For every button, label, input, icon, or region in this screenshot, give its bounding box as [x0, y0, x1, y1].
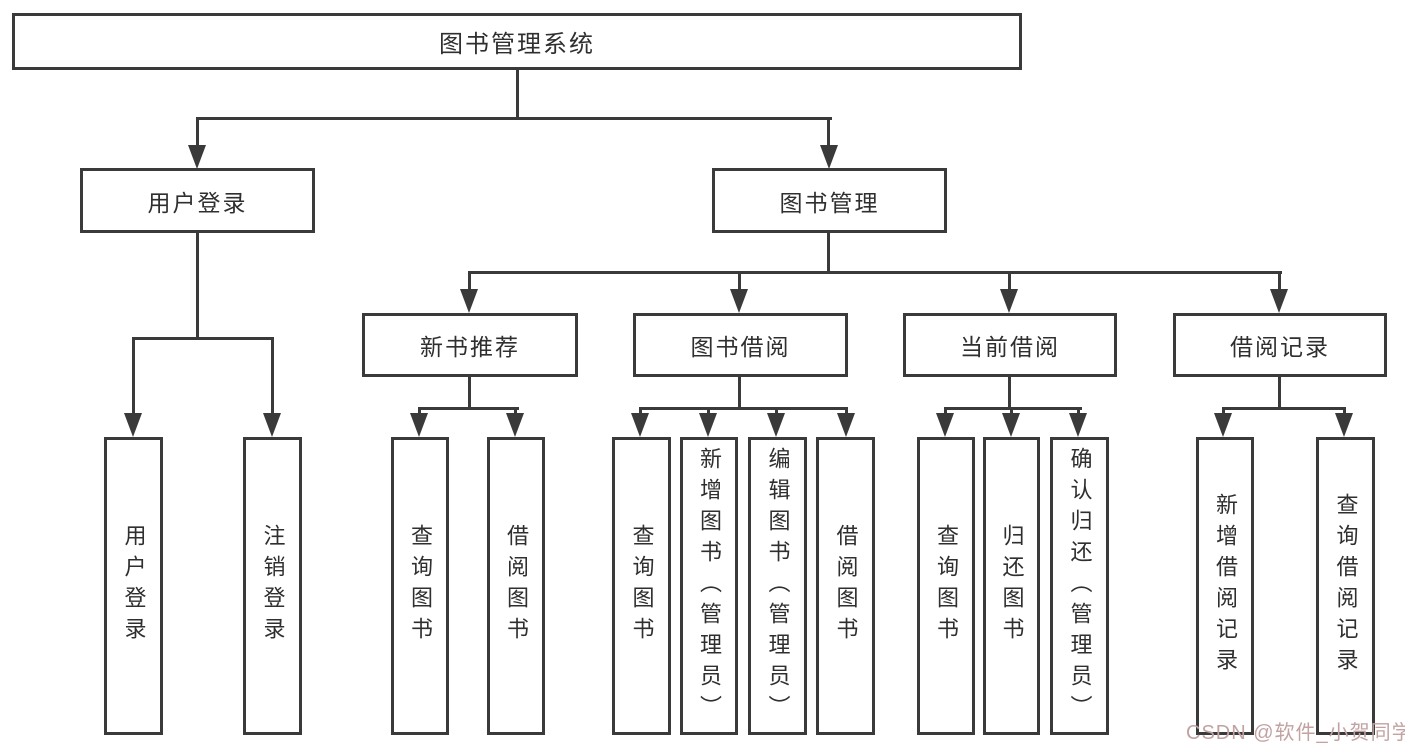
connector-rail — [132, 337, 274, 340]
connector-arrow-icon — [631, 413, 649, 437]
leaf-logout: 注销登录 — [243, 437, 302, 735]
connector-stem — [196, 117, 199, 147]
node-label: 图书借阅 — [690, 334, 791, 360]
leaf-query-books-recommend: 查询图书 — [391, 437, 449, 735]
connector-rail — [1222, 407, 1346, 410]
connector-stem — [827, 117, 830, 147]
node-label: 图书管理 — [779, 189, 880, 216]
connector-arrow-icon — [1270, 289, 1288, 313]
connector-arrow-icon — [410, 413, 428, 437]
leaf-query-books-borrowing: 查询图书 — [612, 437, 671, 735]
leaf-label: 借阅图书 — [833, 524, 859, 648]
connector-arrow-icon — [837, 413, 855, 437]
node-library-management-system: 图书管理系统 — [12, 13, 1022, 70]
connector-stem — [1008, 375, 1011, 409]
connector-stem — [468, 375, 471, 409]
leaf-query-books-current: 查询图书 — [917, 437, 975, 735]
connector-arrow-icon — [699, 413, 717, 437]
connector-arrow-icon — [730, 289, 748, 313]
connector-arrow-icon — [1002, 413, 1020, 437]
node-label: 当前借阅 — [960, 334, 1060, 360]
leaf-borrow-books-recommend: 借阅图书 — [487, 437, 545, 735]
connector-stem — [516, 69, 519, 117]
leaf-label: 归还图书 — [999, 524, 1025, 648]
connector-arrow-icon — [506, 413, 524, 437]
node-label: 新书推荐 — [420, 334, 520, 360]
leaf-label: 查询图书 — [629, 524, 655, 648]
connector-stem — [1008, 273, 1011, 291]
node-new-book-recommendation: 新书推荐 — [362, 313, 578, 377]
connector-stem — [1278, 375, 1281, 409]
connector-stem — [132, 339, 135, 415]
connector-stem — [468, 273, 471, 291]
leaf-label: 编辑图书（管理员） — [765, 446, 791, 726]
connector-rail — [468, 271, 1282, 274]
csdn-watermark: CSDN @软件_小贺同学 — [1186, 722, 1405, 744]
node-borrowing-records: 借阅记录 — [1173, 313, 1387, 377]
leaf-confirm-return-admin: 确认归还（管理员） — [1050, 437, 1109, 735]
connector-rail — [196, 117, 832, 120]
leaf-add-books-admin: 新增图书（管理员） — [680, 437, 738, 735]
leaf-label: 借阅图书 — [504, 524, 529, 648]
leaf-add-borrow-record: 新增借阅记录 — [1196, 437, 1254, 735]
leaf-label: 注销登录 — [260, 524, 286, 648]
leaf-label: 查询借阅记录 — [1333, 493, 1359, 679]
connector-arrow-icon — [936, 413, 954, 437]
connector-arrow-icon — [820, 145, 838, 169]
connector-arrow-icon — [1335, 413, 1353, 437]
node-label: 图书管理系统 — [439, 31, 595, 58]
leaf-label: 新增图书（管理员） — [697, 446, 722, 726]
connector-stem — [738, 273, 741, 291]
connector-rail — [944, 407, 1082, 410]
connector-stem — [271, 339, 274, 415]
connector-stem — [1278, 273, 1281, 291]
node-current-borrowing: 当前借阅 — [903, 313, 1117, 377]
connector-arrow-icon — [1069, 413, 1087, 437]
connector-arrow-icon — [1214, 413, 1232, 437]
node-label: 借阅记录 — [1230, 334, 1330, 360]
node-user-login: 用户登录 — [80, 168, 315, 233]
node-label: 用户登录 — [147, 189, 248, 216]
leaf-edit-books-admin: 编辑图书（管理员） — [748, 437, 807, 735]
node-book-borrowing: 图书借阅 — [633, 313, 848, 377]
connector-rail — [418, 407, 519, 410]
connector-arrow-icon — [124, 413, 142, 437]
leaf-label: 查询图书 — [934, 524, 959, 648]
leaf-label: 新增借阅记录 — [1213, 493, 1238, 679]
node-book-management: 图书管理 — [712, 168, 947, 233]
leaf-label: 查询图书 — [408, 524, 433, 648]
leaf-user-login: 用户登录 — [104, 437, 163, 735]
leaf-label: 用户登录 — [121, 524, 147, 648]
leaf-borrow-books: 借阅图书 — [816, 437, 875, 735]
connector-stem — [196, 232, 199, 339]
connector-arrow-icon — [1000, 289, 1018, 313]
leaf-return-books: 归还图书 — [983, 437, 1040, 735]
connector-stem — [827, 232, 830, 273]
leaf-query-borrow-record: 查询借阅记录 — [1316, 437, 1375, 735]
connector-arrow-icon — [263, 413, 281, 437]
connector-arrow-icon — [188, 145, 206, 169]
connector-arrow-icon — [460, 289, 478, 313]
leaf-label: 确认归还（管理员） — [1067, 446, 1093, 726]
connector-rail — [639, 407, 848, 410]
connector-stem — [738, 375, 741, 409]
connector-arrow-icon — [767, 413, 785, 437]
